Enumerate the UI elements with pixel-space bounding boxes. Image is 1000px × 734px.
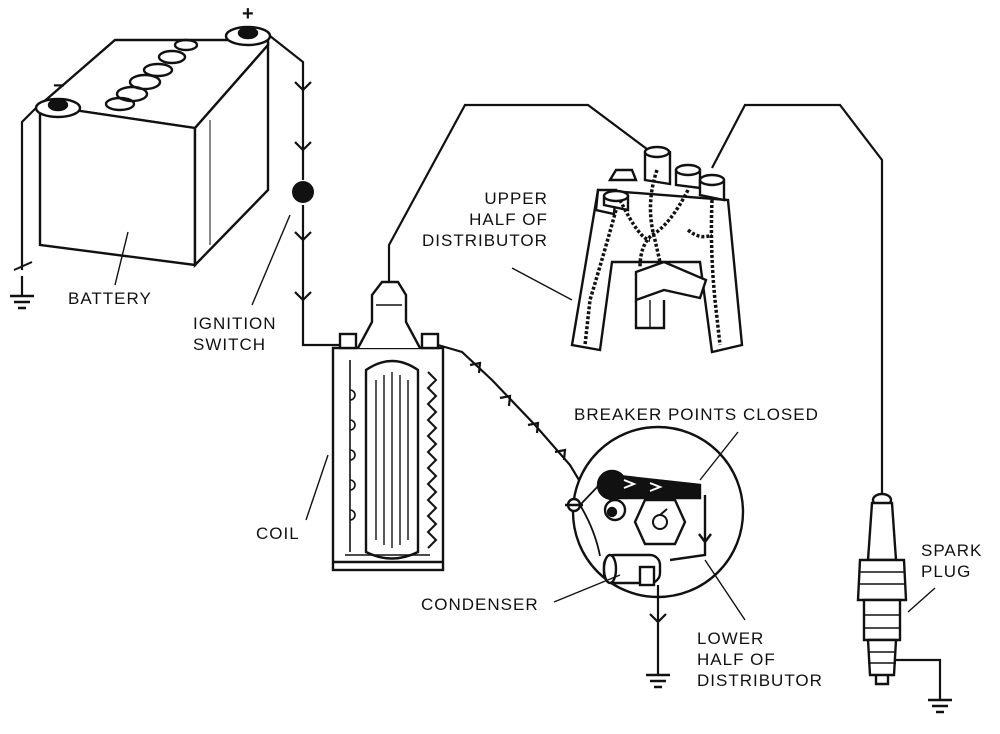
distributor-internal-wires (583, 169, 722, 346)
spark-plug-pointer (907, 587, 936, 613)
battery-cell-cap (142, 62, 174, 78)
lower-distributor-label-line1: LOWER (697, 629, 765, 648)
lower-distributor-label-line3: DISTRIBUTOR (697, 671, 823, 690)
lower-distributor-label: LOWER HALF OF DISTRIBUTOR (697, 628, 823, 691)
upper-distributor-label-line1: UPPER (484, 189, 548, 208)
coil-tower-lead (387, 103, 656, 282)
ignition-coil (305, 280, 445, 572)
ignition-switch-pointer (251, 214, 291, 306)
battery-pointer (114, 231, 129, 286)
upper-distributor-label: UPPER HALF OF DISTRIBUTOR (422, 188, 548, 251)
spark-plug-ground (896, 658, 954, 714)
battery-ground (8, 107, 37, 310)
coil-label: COIL (256, 524, 300, 543)
upper-distributor-label-line3: DISTRIBUTOR (422, 231, 548, 250)
ignition-switch-label-line2: SWITCH (193, 335, 267, 354)
spark-plug-label-line1: SPARK (921, 541, 983, 560)
breaker-points-pointer (699, 431, 739, 481)
lower-distributor-pointer (704, 559, 746, 621)
condenser-pointer (553, 574, 621, 603)
spark-plug-lead (711, 103, 884, 495)
ignition-switch (292, 181, 314, 203)
spark-plug-label-line2: PLUG (921, 562, 972, 581)
condenser-label: CONDENSER (421, 595, 539, 614)
spark-plug-label: SPARK PLUG (921, 540, 982, 582)
primary-wire (269, 35, 345, 347)
upper-distributor-label-line2: HALF OF (469, 210, 548, 229)
coil-to-breaker-wire (437, 343, 583, 486)
ignition-switch-label-line1: IGNITION (193, 314, 277, 333)
breaker-plate (553, 425, 746, 621)
battery (34, 25, 272, 286)
negative-mark: − (53, 75, 65, 97)
upper-distributor-pointer (511, 267, 573, 301)
breaker-points-label: BREAKER POINTS CLOSED (574, 405, 819, 424)
ignition-switch-label: IGNITION SWITCH (193, 313, 277, 355)
distributor-cap (570, 145, 744, 354)
battery-cell-cap (173, 38, 199, 52)
battery-label: BATTERY (68, 289, 152, 308)
battery-cell-cap (157, 49, 187, 65)
positive-mark: + (242, 3, 254, 25)
coil-pointer (305, 454, 329, 521)
battery-cell-cap (104, 96, 136, 112)
spark-plug (856, 492, 908, 686)
lower-distributor-label-line2: HALF OF (697, 650, 776, 669)
distributor-ground (644, 585, 672, 689)
